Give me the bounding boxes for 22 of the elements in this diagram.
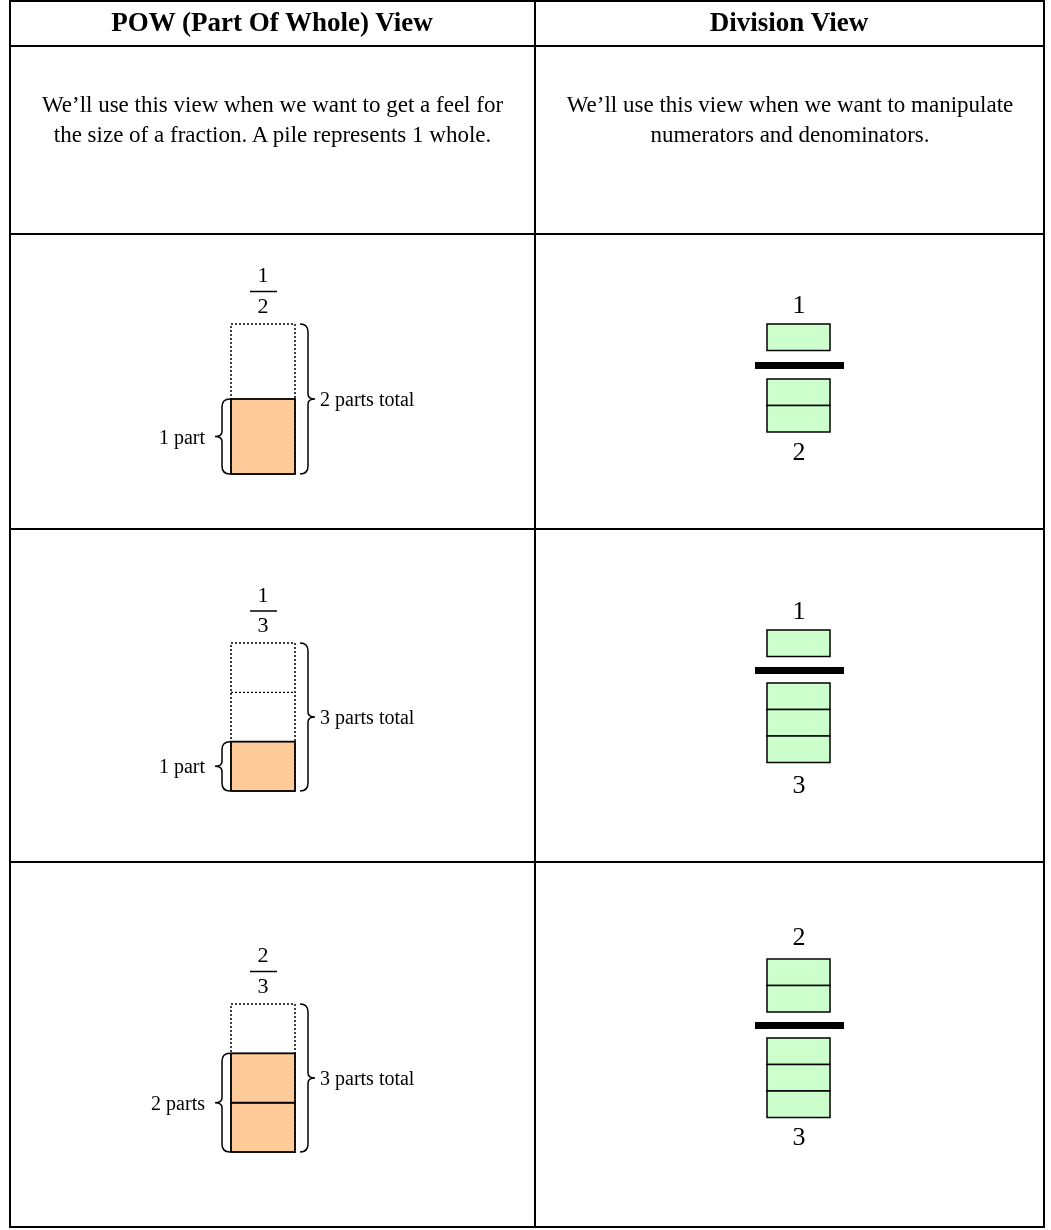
description-text: We’ll use this view when we want to manipulate numerators and denominators.	[565, 91, 1015, 149]
part-label: 1 part	[158, 425, 205, 448]
denominator-number: 3	[792, 1122, 806, 1152]
fraction-denominator: 2	[257, 293, 269, 319]
column-header: POW (Part Of Whole) View	[111, 8, 433, 38]
total-label: 3 parts total	[320, 1067, 415, 1089]
denominator-number: 2	[792, 437, 806, 467]
part-label: 1 part	[158, 755, 205, 778]
fraction-denominator: 3	[257, 973, 269, 999]
part-label: 2 parts	[151, 1091, 205, 1114]
description-text: We’ll use this view when we want to get a feel for the size of a fraction. A pile represents 1 whole.	[40, 91, 505, 149]
denominator-number: 3	[792, 770, 806, 800]
total-label: 3 parts total	[320, 706, 415, 728]
total-label: 2 parts total	[320, 388, 415, 410]
fraction-numerator: 1	[257, 262, 269, 288]
numerator-number: 1	[792, 596, 806, 626]
column-header: Division View	[709, 8, 869, 38]
numerator-number: 1	[792, 290, 806, 320]
fraction-denominator: 3	[257, 612, 269, 638]
fraction-numerator: 1	[257, 582, 269, 608]
numerator-number: 2	[792, 922, 806, 952]
fraction-numerator: 2	[257, 942, 269, 968]
